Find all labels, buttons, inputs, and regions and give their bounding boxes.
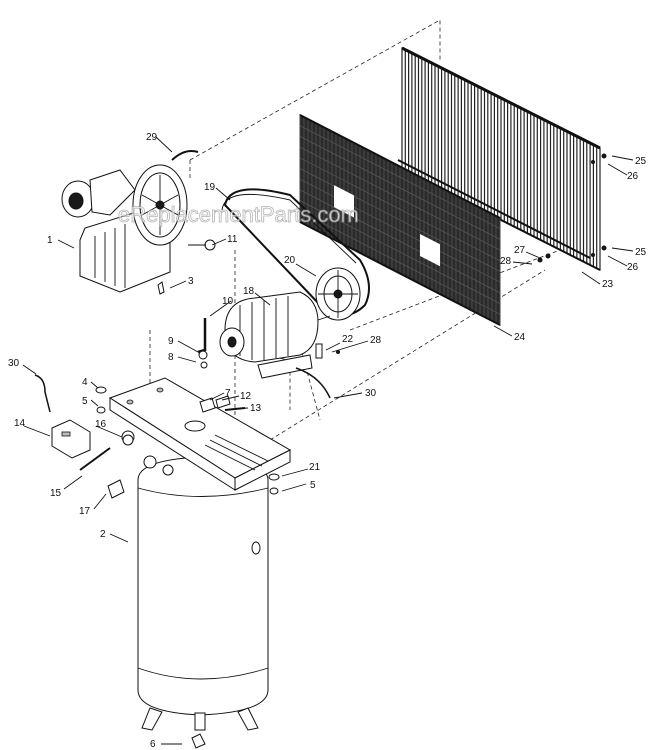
callout-22: 22 xyxy=(342,334,354,345)
watermark-text: eReplacementParts.com xyxy=(118,202,359,227)
electric-motor xyxy=(219,291,331,379)
callout-2: 2 xyxy=(100,529,106,540)
callout-10: 10 xyxy=(222,296,234,307)
leader-lines xyxy=(22,136,634,745)
callout-14: 14 xyxy=(14,418,26,429)
callout-21: 21 xyxy=(309,462,321,473)
callout-27: 27 xyxy=(514,245,526,256)
callout-numbers: 1 2 3 4 5 5 6 7 8 9 10 11 12 13 14 15 16… xyxy=(8,132,647,750)
callout-30: 30 xyxy=(8,358,20,369)
callout-9: 9 xyxy=(168,336,174,347)
callout-28: 28 xyxy=(500,256,512,267)
callout-25-b: 25 xyxy=(635,247,647,258)
air-tank xyxy=(137,456,269,731)
callout-15: 15 xyxy=(50,488,62,499)
callout-18: 18 xyxy=(243,286,255,297)
callout-25: 25 xyxy=(635,156,647,167)
callout-26-b: 26 xyxy=(627,262,639,273)
callout-26: 26 xyxy=(627,171,639,182)
callout-16: 16 xyxy=(95,419,107,430)
callout-7: 7 xyxy=(225,388,231,399)
callout-11: 11 xyxy=(227,234,238,245)
callout-4: 4 xyxy=(82,377,88,388)
callout-20: 20 xyxy=(284,255,296,266)
callout-12: 12 xyxy=(240,391,252,402)
callout-24: 24 xyxy=(514,332,526,343)
tank-saddle-platform xyxy=(108,377,292,491)
callout-5-b: 5 xyxy=(310,480,316,491)
callout-29: 29 xyxy=(146,132,158,143)
callout-30-b: 30 xyxy=(365,388,377,399)
callout-13: 13 xyxy=(250,403,262,414)
callout-8: 8 xyxy=(168,352,174,363)
callout-3: 3 xyxy=(188,276,194,287)
callout-6: 6 xyxy=(150,739,156,750)
callout-5: 5 xyxy=(82,396,88,407)
v-belt-and-motor-pulley xyxy=(221,188,370,321)
callout-1: 1 xyxy=(47,235,53,246)
callout-19: 19 xyxy=(204,182,216,193)
callout-17: 17 xyxy=(79,506,91,517)
callout-23: 23 xyxy=(602,279,614,290)
callout-28-b: 28 xyxy=(370,335,382,346)
back-belt-guard-grill xyxy=(397,46,601,271)
compressor-pump xyxy=(61,150,216,293)
